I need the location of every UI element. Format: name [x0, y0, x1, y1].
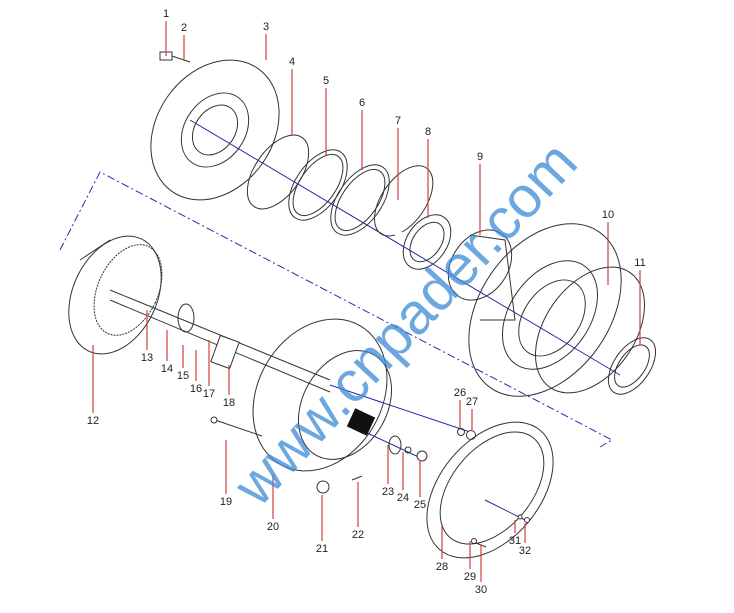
callout-label: 17: [203, 388, 215, 400]
callout-label: 2: [181, 22, 187, 34]
o-ring-26: [457, 428, 465, 436]
snap-ring-23: [388, 435, 402, 455]
callout-label: 20: [267, 521, 279, 533]
callout-label: 30: [475, 584, 487, 596]
callout-label: 21: [316, 543, 328, 555]
callout-label: 14: [161, 363, 173, 375]
callout-label: 19: [220, 496, 232, 508]
callout-label: 1: [163, 8, 169, 20]
screw-31-32: [517, 514, 530, 523]
gasket-10: [534, 266, 646, 394]
callout-label: 27: [466, 396, 478, 408]
plug-27: [466, 430, 476, 440]
plug-21: [316, 480, 330, 494]
callout-label: 16: [190, 383, 202, 395]
axis-line-lower: [329, 384, 471, 433]
seal-6: [330, 164, 390, 236]
callout-label: 3: [263, 21, 269, 33]
washer-24: [404, 446, 412, 454]
callout-label: 9: [477, 151, 483, 163]
callout-label: 6: [359, 97, 365, 109]
callout-label: 10: [602, 209, 614, 221]
ring-gear: [68, 235, 163, 355]
snap-ring-7: [374, 165, 434, 237]
callout-label: 4: [289, 56, 295, 68]
callout-label: 29: [464, 571, 476, 583]
brake-disc: [150, 59, 280, 201]
screw-22: [351, 475, 363, 481]
seal-5: [288, 149, 348, 221]
callout-label: 24: [397, 492, 409, 504]
callout-label: 7: [395, 115, 401, 127]
plug-25: [416, 450, 428, 462]
wheel-hub: [447, 223, 622, 397]
callout-label: 12: [87, 415, 99, 427]
callout-label: 8: [425, 126, 431, 138]
callout-label: 15: [177, 370, 189, 382]
axis-line-upper: [189, 119, 621, 376]
callout-label: 11: [634, 257, 645, 269]
callout-label: 32: [519, 545, 531, 557]
callout-label: 23: [382, 486, 394, 498]
callout-label: 5: [323, 75, 329, 87]
callout-label: 28: [436, 561, 448, 573]
bolt: [159, 51, 191, 63]
callout-label: 25: [414, 499, 426, 511]
callout-label: 13: [141, 352, 153, 364]
callout-label: 31: [509, 535, 521, 547]
callout-label: 18: [223, 397, 235, 409]
shaft: [109, 289, 331, 393]
pin-19: [210, 416, 263, 437]
cover: [426, 421, 554, 559]
callout-label: 26: [454, 387, 466, 399]
planet-carrier: [252, 318, 393, 472]
oil-seal-11: [607, 337, 657, 395]
bearing-8: [402, 214, 452, 270]
callout-label: 22: [352, 529, 364, 541]
